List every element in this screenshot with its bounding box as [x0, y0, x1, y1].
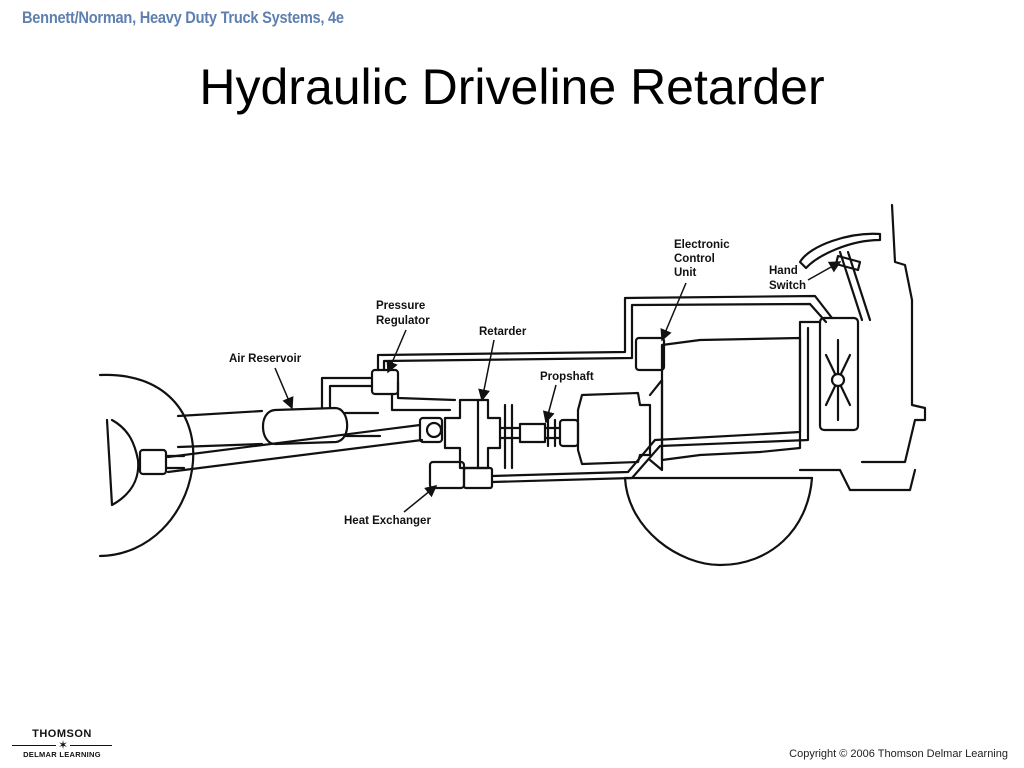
- frame-rail: [176, 409, 382, 449]
- book-header: Bennett/Norman, Heavy Duty Truck Systems…: [22, 8, 344, 27]
- air-reservoir: [261, 406, 349, 446]
- propshaft-u-joint: [558, 418, 580, 448]
- logo-thomson-text: THOMSON: [32, 728, 92, 740]
- copyright-notice: Copyright © 2006 Thomson Delmar Learning: [789, 748, 1008, 760]
- air-reservoir-label: Air Reservoir: [229, 353, 302, 365]
- hand-switch-label-line2: Switch: [769, 280, 806, 292]
- short-propshaft: [498, 422, 562, 444]
- retarder-label: Retarder: [479, 326, 527, 338]
- rear-u-joint: [138, 448, 168, 476]
- pressure-regulator-label-line2: Regulator: [376, 315, 430, 327]
- control-line: [376, 294, 834, 372]
- front-wheel: [623, 476, 814, 567]
- front-bumper: [798, 468, 917, 492]
- engine-block: [660, 336, 802, 462]
- electronic-control-unit: [634, 336, 666, 372]
- pressure-regulator-label-line1: Pressure: [376, 300, 425, 312]
- rear-differential: [105, 418, 140, 507]
- logo-divider: ✶: [12, 738, 112, 752]
- steering-wheel: [798, 232, 882, 270]
- ecu-label-line1: Electronic: [674, 239, 730, 251]
- star-icon: ✶: [56, 738, 71, 752]
- rear-wheel: [98, 373, 195, 558]
- slide-title: Hydraulic Driveline Retarder: [199, 59, 825, 115]
- transmission: [576, 391, 652, 466]
- truck-cab: [860, 203, 927, 464]
- front-u-joint: [418, 416, 444, 444]
- retarder-unit: [443, 398, 502, 470]
- logo-delmar-text: DELMAR LEARNING: [23, 750, 101, 759]
- thomson-delmar-logo: THOMSON ✶ DELMAR LEARNING: [12, 728, 112, 759]
- ecu-label-line3: Unit: [674, 267, 697, 279]
- pressure-regulator: [370, 368, 400, 396]
- ecu-label-line2: Control: [674, 253, 715, 265]
- coolant-line: [490, 320, 822, 484]
- radiator: [818, 316, 860, 432]
- air-line: [320, 376, 374, 410]
- hand-switch-label-line1: Hand: [769, 265, 798, 277]
- propshaft-label: Propshaft: [540, 371, 594, 383]
- main-propshaft: [166, 423, 424, 474]
- heat-exchanger-label: Heat Exchanger: [344, 515, 431, 527]
